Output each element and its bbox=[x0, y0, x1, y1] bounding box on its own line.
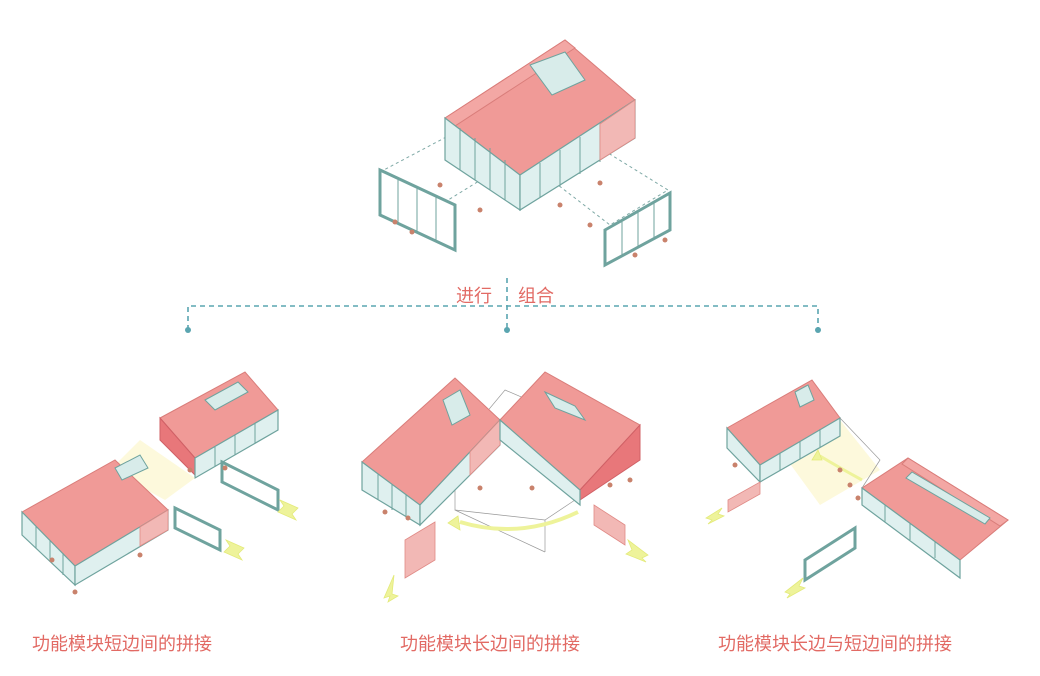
combine-label-right: 组合 bbox=[518, 286, 554, 307]
combine-label-left: 进行 bbox=[456, 286, 492, 307]
top-house-module bbox=[378, 39, 672, 268]
caption-long-short-side: 功能模块长边与短边间的拼接 bbox=[718, 634, 952, 655]
caption-long-side: 功能模块长边间的拼接 bbox=[400, 634, 580, 655]
caption-short-side: 功能模块短边间的拼接 bbox=[32, 634, 212, 655]
middle-composition bbox=[361, 371, 649, 603]
left-composition bbox=[21, 371, 299, 595]
right-composition bbox=[705, 379, 1009, 599]
connector-tree bbox=[185, 278, 821, 333]
